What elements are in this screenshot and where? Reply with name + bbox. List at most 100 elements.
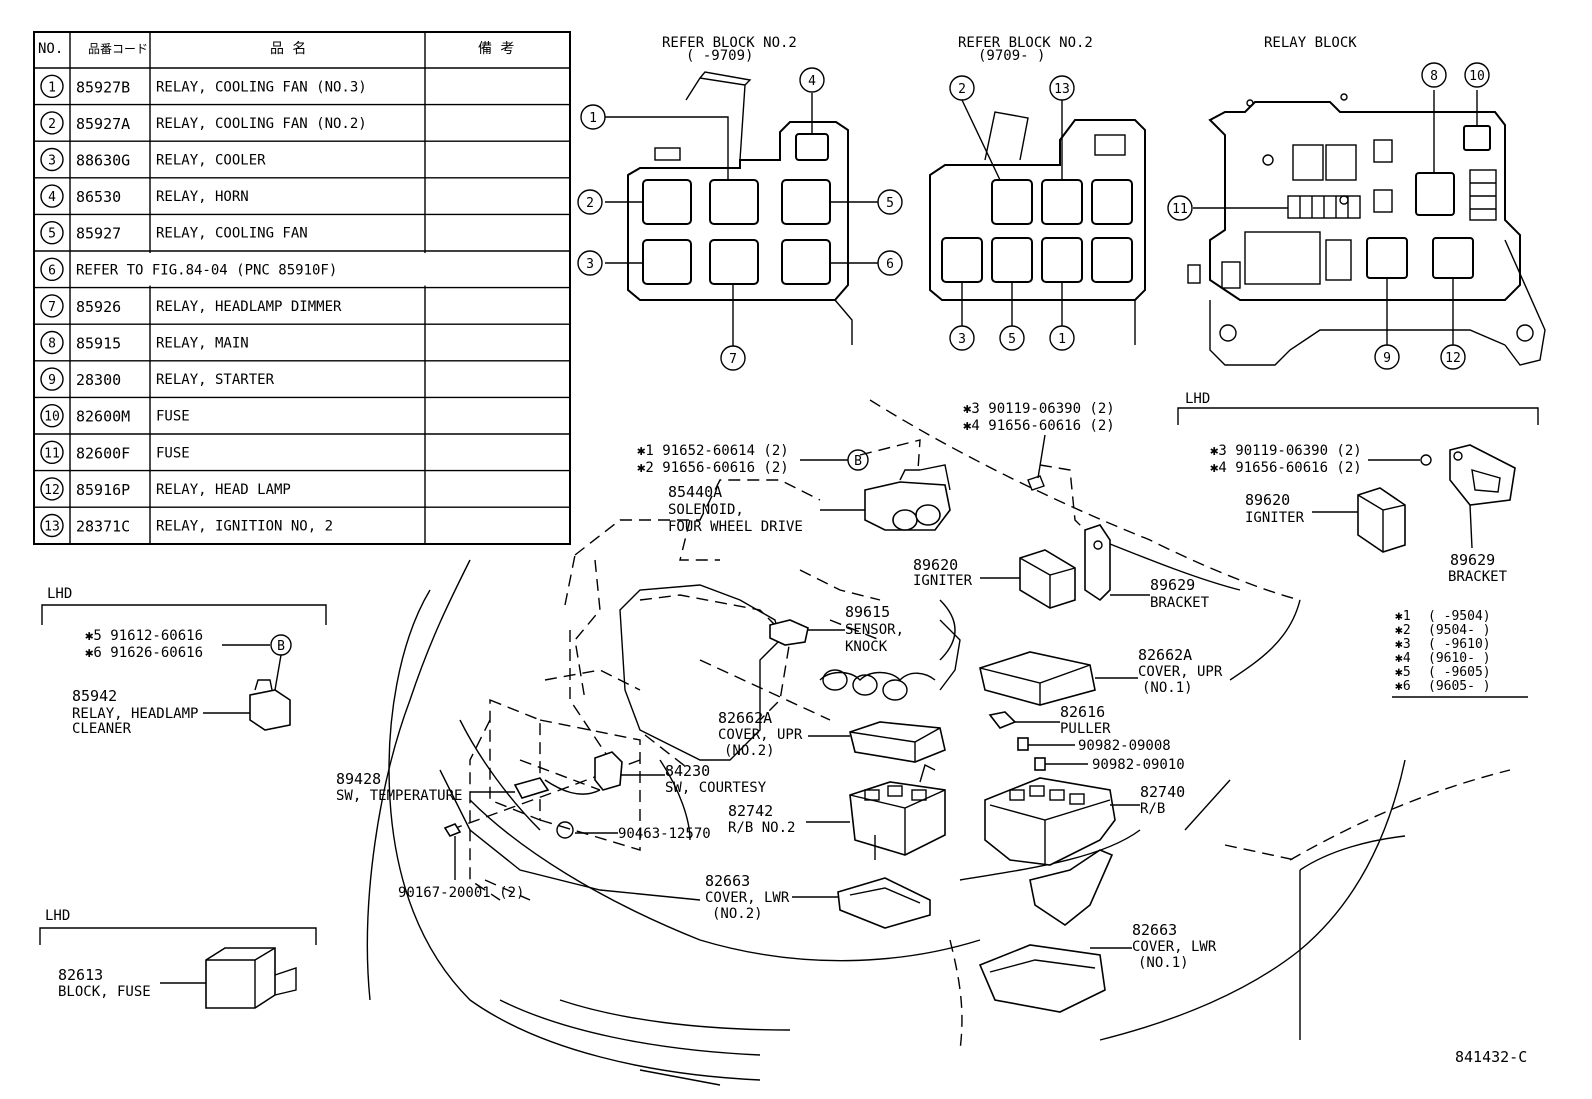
igniter-pn: 89620 bbox=[913, 556, 958, 574]
row-number: 13 bbox=[44, 520, 60, 535]
callout-number: 4 bbox=[808, 74, 816, 89]
row-number: 11 bbox=[44, 446, 60, 461]
solenoid-name-1: SOLENOID, bbox=[668, 502, 744, 518]
lhd-label-2: LHD bbox=[45, 908, 70, 924]
screw-label-3: ✱3 90119-06390 (2) bbox=[963, 401, 1115, 417]
relay-box-2-group: 82742 R/B NO.2 bbox=[728, 763, 946, 860]
cover-upr-1-name-2: (NO.1) bbox=[1142, 680, 1193, 696]
callout-circle bbox=[577, 189, 603, 215]
callout-number: 1 bbox=[589, 111, 597, 126]
cover-upr-2-name-1: COVER, UPR bbox=[718, 727, 803, 743]
row-number-circle bbox=[40, 184, 64, 208]
callout-circle bbox=[1374, 344, 1400, 370]
row-number-circle bbox=[40, 111, 64, 135]
row-part-name: RELAY, STARTER bbox=[156, 372, 275, 388]
row-part-name: RELAY, COOLING FAN bbox=[156, 226, 308, 242]
callout-number: 10 bbox=[1469, 69, 1485, 84]
cover-lwr-1-pn: 82663 bbox=[1132, 921, 1177, 939]
knock-sensor-pn: 89615 bbox=[845, 603, 890, 621]
row-part-name: RELAY, COOLER bbox=[156, 153, 266, 169]
row-part-code: 85927A bbox=[76, 115, 130, 133]
row-number: 3 bbox=[48, 154, 56, 169]
table-header-no: NO. bbox=[38, 41, 63, 57]
callout-number: 2 bbox=[958, 82, 966, 97]
date-legend-mark: ✱2 bbox=[1395, 623, 1411, 638]
callout-number: 11 bbox=[1172, 202, 1188, 217]
block2-subtitle: (9709- ) bbox=[978, 48, 1045, 64]
row-part-code: 85915 bbox=[76, 335, 121, 353]
callout-circle bbox=[949, 325, 975, 351]
row-number-circle bbox=[40, 294, 64, 318]
block1-title: REFER BLOCK NO.2 bbox=[662, 35, 797, 51]
fuse-pn-a: 90982-09008 bbox=[1078, 738, 1171, 754]
screw-label-6: ✱6 91626-60616 bbox=[85, 645, 203, 661]
igniter-group: ✱3 90119-06390 (2) ✱4 91656-60616 (2) 89… bbox=[913, 401, 1210, 611]
date-legend-mark: ✱3 bbox=[1395, 637, 1411, 652]
date-legend-mark: ✱6 bbox=[1395, 679, 1411, 694]
lhd-inset-headlamp-cleaner: LHD ✱5 91612-60616 ✱6 91626-60616 B 8594… bbox=[41, 586, 327, 737]
b-marker-main: B bbox=[854, 454, 862, 469]
clip-pn: 90463-12570 bbox=[618, 826, 711, 842]
row-number: 12 bbox=[44, 483, 60, 498]
table-header-code: 品番コード bbox=[88, 42, 148, 56]
engine-bay-drawing bbox=[366, 399, 1511, 1086]
relay-box-name: R/B bbox=[1140, 801, 1165, 817]
relay-box-2-name: R/B NO.2 bbox=[728, 820, 795, 836]
row-part-code: 85916P bbox=[76, 481, 130, 499]
date-legend-range: ( -9605) bbox=[1428, 665, 1491, 680]
row-part-name: REFER TO FIG.84-04 (PNC 85910F) bbox=[76, 262, 337, 278]
row-number-circle bbox=[40, 220, 64, 245]
date-legend-range: (9605- ) bbox=[1428, 679, 1491, 694]
table-header-name: 品 名 bbox=[270, 41, 306, 57]
callout-circle bbox=[1049, 325, 1075, 351]
row-part-name: RELAY, HEADLAMP DIMMER bbox=[156, 299, 342, 315]
relay-box-pn: 82740 bbox=[1140, 783, 1185, 801]
callout-circle bbox=[580, 104, 606, 130]
callout-number: 6 bbox=[886, 257, 894, 272]
solenoid-name-2: FOUR WHEEL DRIVE bbox=[668, 519, 803, 535]
courtesy-switch-name: SW, COURTESY bbox=[665, 780, 767, 796]
knock-sensor-name-2: KNOCK bbox=[845, 639, 888, 655]
callout-circle bbox=[1464, 62, 1490, 88]
row-part-code: 86530 bbox=[76, 188, 121, 206]
callout-number: 7 bbox=[729, 352, 737, 367]
date-legend-range: ( -9504) bbox=[1428, 609, 1491, 624]
cover-upr-1-name-1: COVER, UPR bbox=[1138, 664, 1223, 680]
row-part-name: RELAY, MAIN bbox=[156, 336, 249, 352]
screw-label-r3: ✱3 90119-06390 (2) bbox=[1210, 443, 1362, 459]
cover-lwr-2-name-2: (NO.2) bbox=[712, 906, 763, 922]
date-legend-mark: ✱4 bbox=[1395, 651, 1411, 666]
row-number: 5 bbox=[48, 227, 56, 242]
row-number-circle bbox=[40, 404, 64, 428]
headlamp-cleaner-relay-name-1: RELAY, HEADLAMP bbox=[72, 706, 198, 722]
solenoid-pn: 85440A bbox=[668, 483, 722, 501]
row-part-name: FUSE bbox=[156, 445, 190, 461]
knock-sensor-group: 89615 SENSOR, KNOCK bbox=[769, 603, 904, 655]
callout-circle bbox=[877, 250, 903, 276]
cover-lwr-1-name-2: (NO.1) bbox=[1138, 955, 1189, 971]
row-number-circle bbox=[40, 257, 64, 281]
row-part-code: 85927B bbox=[76, 78, 130, 96]
bracket-name: BRACKET bbox=[1150, 595, 1210, 611]
row-number: 9 bbox=[48, 373, 56, 388]
temp-switch-name: SW, TEMPERATURE bbox=[336, 788, 462, 804]
date-legend-mark: ✱1 bbox=[1395, 609, 1411, 624]
row-number: 8 bbox=[48, 337, 56, 352]
screw-label-5: ✱5 91612-60616 bbox=[85, 628, 203, 644]
screw-label-2: ✱2 91656-60616 (2) bbox=[637, 460, 789, 476]
courtesy-temp-group: 84230 SW, COURTESY 89428 SW, TEMPERATURE… bbox=[336, 751, 767, 901]
lhd-inset-fuse-block: LHD 82613 BLOCK, FUSE bbox=[39, 908, 317, 1009]
block3-title: RELAY BLOCK bbox=[1264, 35, 1357, 51]
block2-title: REFER BLOCK NO.2 bbox=[958, 35, 1093, 51]
row-part-code: 82600F bbox=[76, 444, 130, 462]
callout-number: 8 bbox=[1430, 69, 1438, 84]
